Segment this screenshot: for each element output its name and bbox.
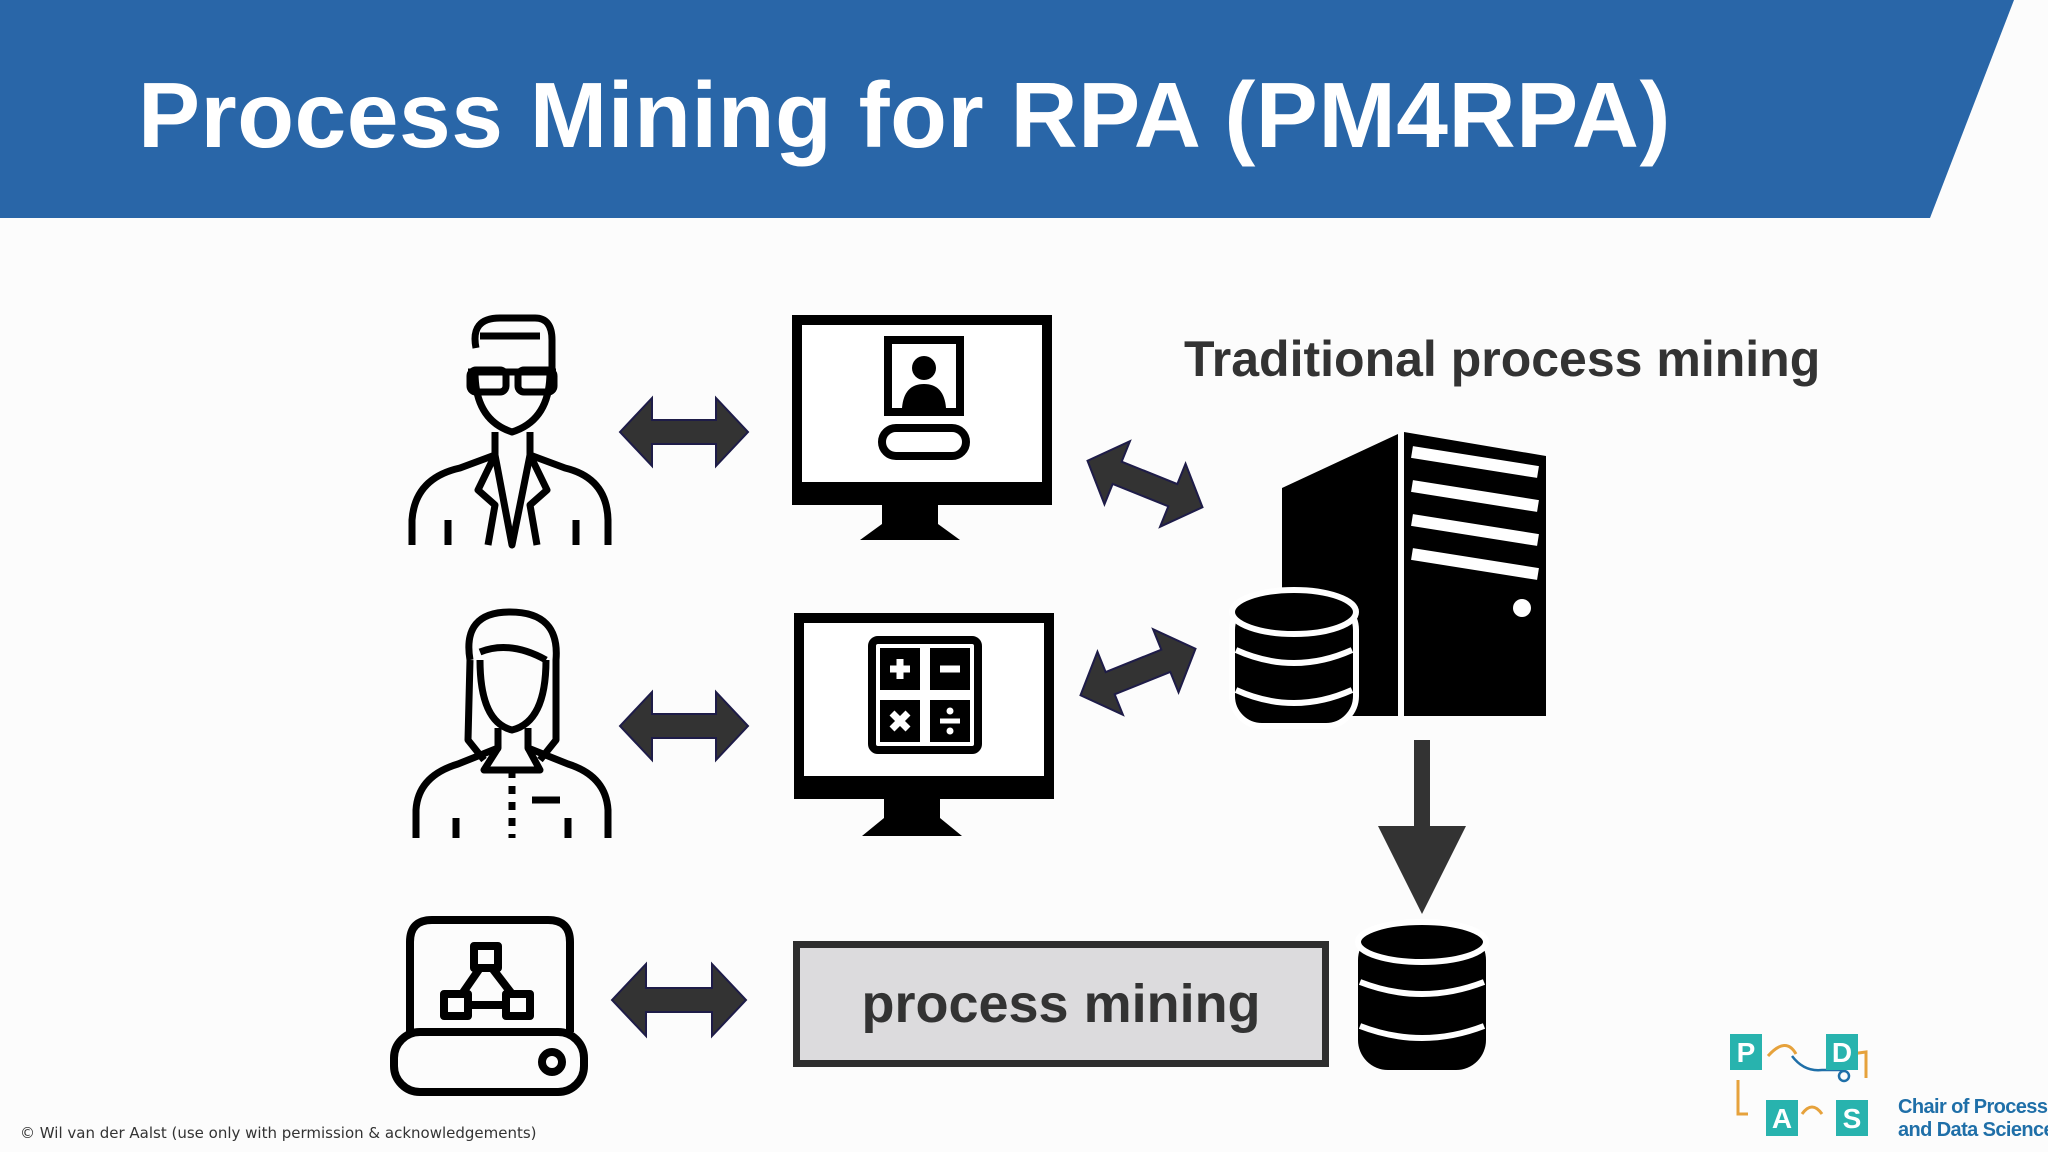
title-banner [0, 0, 2014, 218]
monitor-calculator-icon [794, 613, 1054, 836]
woman-user-icon [412, 608, 612, 838]
logo-caption-line2: and Data Science [1898, 1119, 2048, 1141]
arrow-woman-monitor [618, 689, 750, 763]
arrow-bot-process-mining [610, 961, 748, 1039]
logo-letter-p: P [1737, 1037, 1756, 1068]
man-user-icon [408, 314, 612, 549]
database-icon [1229, 587, 1359, 729]
traditional-process-mining-label: Traditional process mining [1184, 331, 1821, 387]
arrow-monitor-server-bottom [1079, 627, 1197, 717]
logo-letter-d: D [1832, 1037, 1852, 1068]
copyright-notice: © Wil van der Aalst (use only with permi… [20, 1124, 537, 1142]
process-mining-label: process mining [861, 974, 1261, 1034]
arrow-down-to-database [1378, 740, 1466, 914]
arrow-man-monitor [618, 395, 750, 469]
arrow-monitor-server-top [1086, 439, 1204, 529]
slide-title: Process Mining for RPA (PM4RPA) [138, 63, 1671, 167]
logo-caption-line1: Chair of Process [1898, 1096, 2048, 1118]
process-mining-box: process mining [793, 941, 1329, 1067]
logo-caption: Chair of Process and Data Science [1898, 1096, 2048, 1142]
logo-letter-a: A [1772, 1103, 1792, 1134]
database-icon [1355, 919, 1489, 1070]
bot-drive-icon [390, 916, 588, 1096]
pads-logo: P D A S [1730, 1034, 1868, 1136]
logo-letter-s: S [1843, 1103, 1862, 1134]
monitor-profile-icon [792, 315, 1052, 540]
server-icon [1229, 432, 1546, 729]
